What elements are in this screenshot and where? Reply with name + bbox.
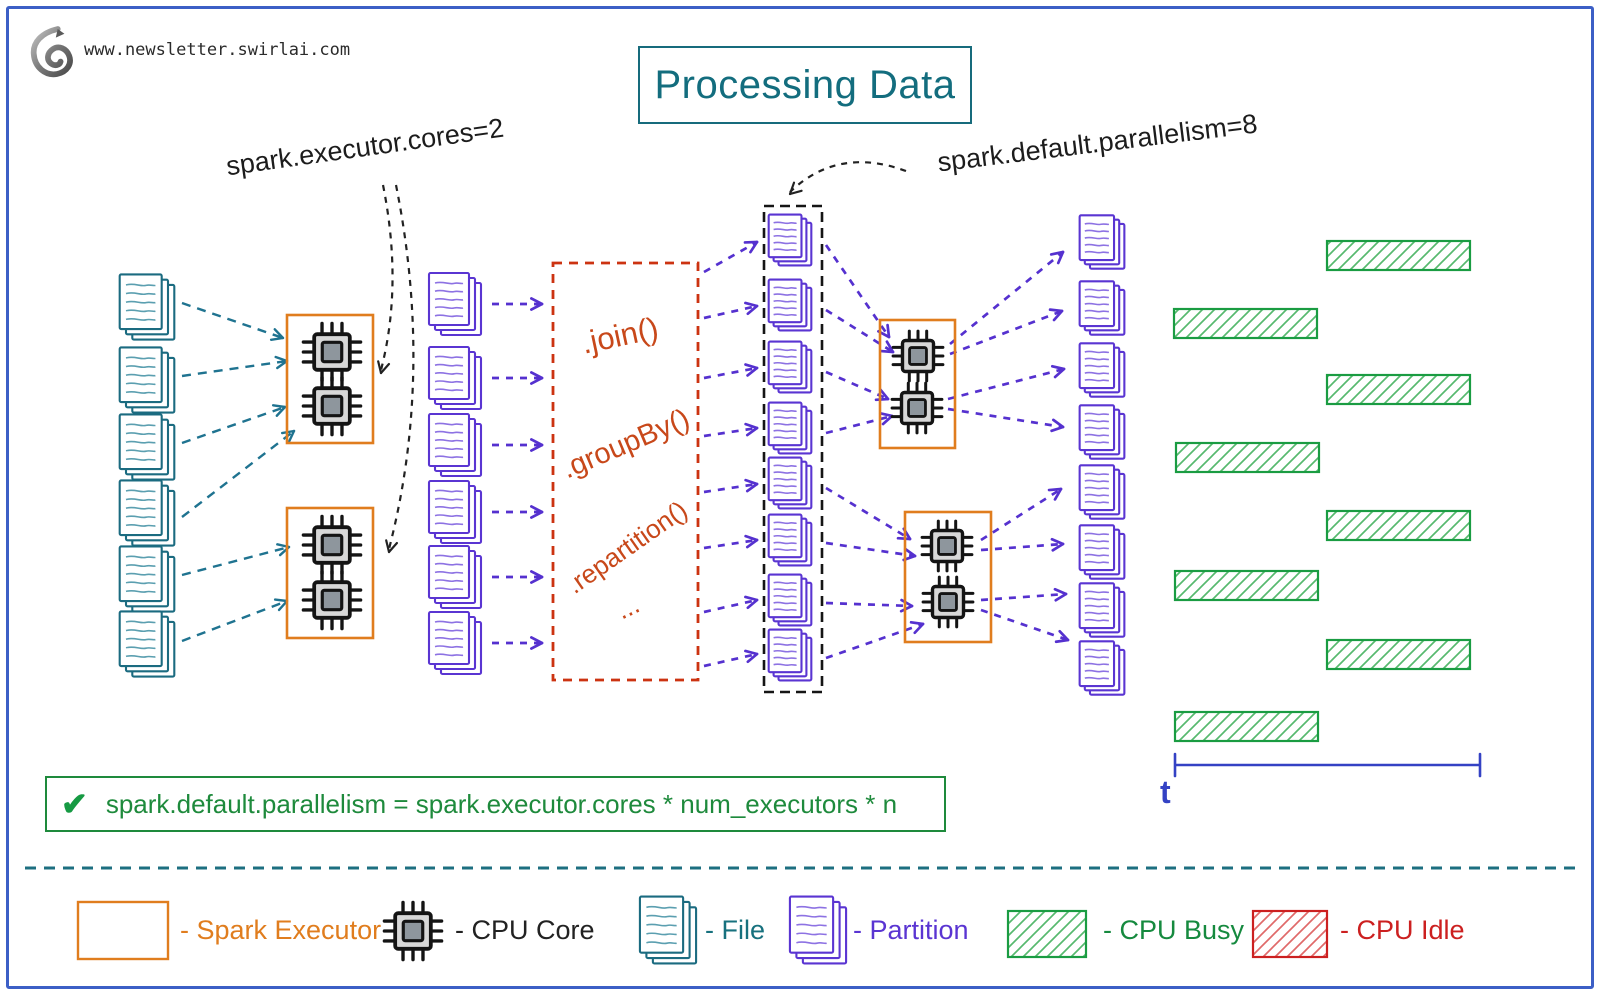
partition-stack-icon xyxy=(767,401,813,455)
formula-callout: ✔ spark.default.parallelism = spark.exec… xyxy=(45,776,946,832)
legend-label-file: - File xyxy=(705,915,765,945)
formula-text: spark.default.parallelism = spark.execut… xyxy=(105,788,898,819)
partition-stack-icon xyxy=(427,479,483,545)
cpu-busy-bar xyxy=(1325,638,1472,671)
checkmark-icon: ✔ xyxy=(61,786,88,822)
legend-label-partition: - Partition xyxy=(853,915,969,945)
partition-stack-icon xyxy=(427,610,483,676)
partition-stack-icon xyxy=(427,412,483,478)
partition-stack-icon xyxy=(427,345,483,411)
legend-label-cpu-core: - CPU Core xyxy=(455,915,595,945)
partition-stack-icon xyxy=(1078,280,1126,336)
cpu-busy-bar xyxy=(1173,710,1320,743)
file-stack-icon xyxy=(118,413,176,481)
shuffle-operations-box xyxy=(551,261,700,682)
cpu-busy-bar xyxy=(1174,441,1321,474)
legend-cpu-busy-swatch xyxy=(1006,909,1088,959)
cpu-busy-bar xyxy=(1173,569,1320,602)
legend-label-cpu-busy: - CPU Busy xyxy=(1103,915,1245,945)
cpu-core-icon xyxy=(301,569,363,631)
legend-label-cpu-idle: - CPU Idle xyxy=(1340,915,1465,945)
spark-executor-box-4 xyxy=(903,510,993,644)
cpu-core-icon xyxy=(301,375,363,437)
cpu-core-icon xyxy=(382,900,444,962)
partition-stack-icon xyxy=(1078,582,1126,638)
legend-partition-stack-icon xyxy=(788,895,848,965)
file-stack-icon xyxy=(118,273,176,341)
cpu-busy-bar xyxy=(1172,307,1319,340)
cpu-core-icon xyxy=(891,329,945,383)
cpu-core-icon xyxy=(301,514,363,576)
file-stack-icon xyxy=(118,479,176,547)
spark-executor-box-1 xyxy=(285,313,375,445)
file-stack-icon xyxy=(118,346,176,414)
partition-stack-icon xyxy=(427,271,483,337)
partition-stack-icon xyxy=(767,340,813,394)
timeline-axis xyxy=(1173,752,1482,778)
cpu-core-icon xyxy=(301,321,363,383)
legend-label-spark-executor: - Spark Executor xyxy=(180,915,382,945)
file-stack-icon xyxy=(118,545,176,613)
partition-stack-icon xyxy=(1078,640,1126,696)
site-url: www.newsletter.swirlai.com xyxy=(84,40,351,60)
legend-cpu-idle-swatch xyxy=(1251,909,1329,959)
partition-stack-icon xyxy=(767,628,813,682)
file-stack-icon xyxy=(118,610,176,678)
spark-executor-box-3 xyxy=(878,318,957,450)
cpu-busy-bar xyxy=(1325,373,1472,406)
cpu-busy-bar xyxy=(1325,509,1472,542)
cpu-core-icon xyxy=(890,381,944,435)
partition-stack-icon xyxy=(767,456,813,510)
partition-stack-icon xyxy=(1078,404,1126,460)
cpu-core-icon xyxy=(920,519,974,573)
swirlai-logo-icon xyxy=(30,26,73,78)
spark-executor-box-2 xyxy=(285,506,375,640)
partition-stack-icon xyxy=(767,278,813,332)
partition-stack-icon xyxy=(427,544,483,610)
partition-stack-icon xyxy=(767,513,813,567)
partition-stack-icon xyxy=(1078,214,1126,270)
legend-file-stack-icon xyxy=(638,895,698,965)
page-title-box: Processing Data xyxy=(638,46,972,124)
timeline-label: t xyxy=(1160,774,1171,810)
page-title: Processing Data xyxy=(654,62,956,107)
legend-spark-executor-swatch xyxy=(76,900,170,961)
partition-stack-icon xyxy=(767,213,813,267)
cpu-core-icon xyxy=(921,575,975,629)
cpu-busy-bar xyxy=(1325,239,1472,272)
partition-stack-icon xyxy=(1078,342,1126,398)
partition-stack-icon xyxy=(1078,464,1126,520)
partition-stack-icon xyxy=(1078,524,1126,580)
partition-stack-icon xyxy=(767,573,813,627)
